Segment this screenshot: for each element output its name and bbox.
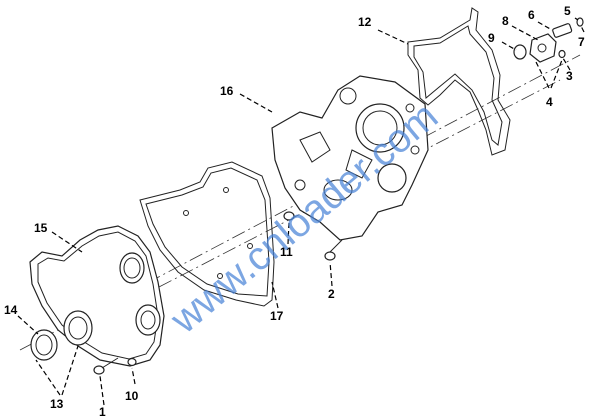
callout-labels: 1 2 3 4 5 6 7 8 9 10 11 12 13 14 15 16 1… (4, 4, 585, 419)
bolt-11 (283, 211, 295, 221)
callout-1: 1 (99, 405, 106, 419)
callout-8: 8 (502, 14, 509, 28)
callout-12: 12 (358, 15, 372, 29)
callout-2: 2 (328, 287, 335, 301)
bolt-10 (127, 357, 137, 367)
callout-9: 9 (488, 31, 495, 45)
fitting-assembly (513, 17, 584, 63)
callout-17: 17 (270, 309, 284, 323)
bolt-1 (93, 357, 119, 375)
callout-11: 11 (280, 245, 293, 259)
callout-4: 4 (546, 95, 553, 109)
front-gasket (139, 161, 275, 307)
callout-7: 7 (578, 35, 585, 49)
callout-10: 10 (125, 389, 139, 403)
callout-6: 6 (528, 8, 535, 22)
bolt-2 (324, 239, 343, 261)
front-cover (29, 225, 165, 367)
top-gasket (407, 7, 511, 156)
gear-housing (271, 75, 429, 241)
callout-15: 15 (34, 221, 48, 235)
leader-lines (17, 17, 585, 406)
callout-5: 5 (564, 4, 571, 18)
callout-13: 13 (50, 397, 64, 411)
callout-14: 14 (4, 303, 18, 317)
callout-16: 16 (220, 84, 234, 98)
front-seal (30, 329, 58, 361)
callout-3: 3 (566, 69, 573, 83)
